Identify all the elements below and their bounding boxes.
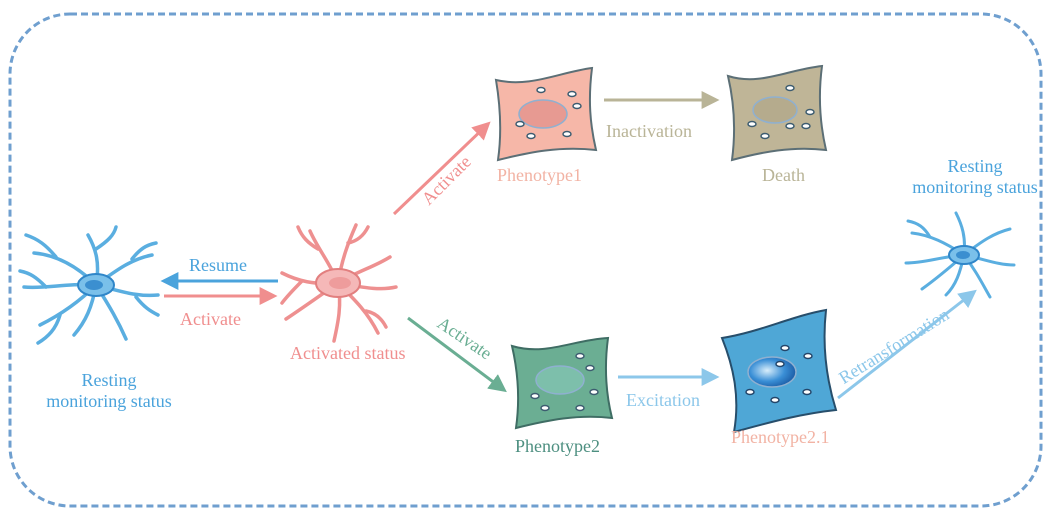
phenotype1-label: Phenotype1 bbox=[497, 165, 582, 186]
activate-horizontal-label: Activate bbox=[180, 309, 241, 330]
resting-left-label: Resting monitoring status bbox=[34, 370, 184, 411]
death-label: Death bbox=[762, 165, 805, 186]
excitation-label: Excitation bbox=[626, 390, 700, 411]
activated-status-label: Activated status bbox=[290, 343, 405, 364]
phenotype-cell-icon-death bbox=[728, 66, 826, 160]
phenotype-cell-icon-2-1 bbox=[722, 310, 836, 432]
microglia-resting-icon bbox=[20, 227, 158, 343]
activate-upper-arrow bbox=[394, 124, 488, 214]
phenotype2-1-label: Phenotype2.1 bbox=[731, 427, 830, 448]
phenotype2-label: Phenotype2 bbox=[515, 436, 600, 457]
resting-right-label: Resting monitoring status bbox=[900, 156, 1050, 197]
microglia-activated-icon bbox=[282, 225, 396, 341]
inactivation-label: Inactivation bbox=[606, 121, 692, 142]
phenotype-cell-icon-1 bbox=[496, 68, 596, 160]
microglia-resting-icon-right bbox=[906, 213, 1014, 297]
phenotype-cell-icon-2 bbox=[512, 338, 612, 428]
resume-label: Resume bbox=[189, 255, 247, 276]
